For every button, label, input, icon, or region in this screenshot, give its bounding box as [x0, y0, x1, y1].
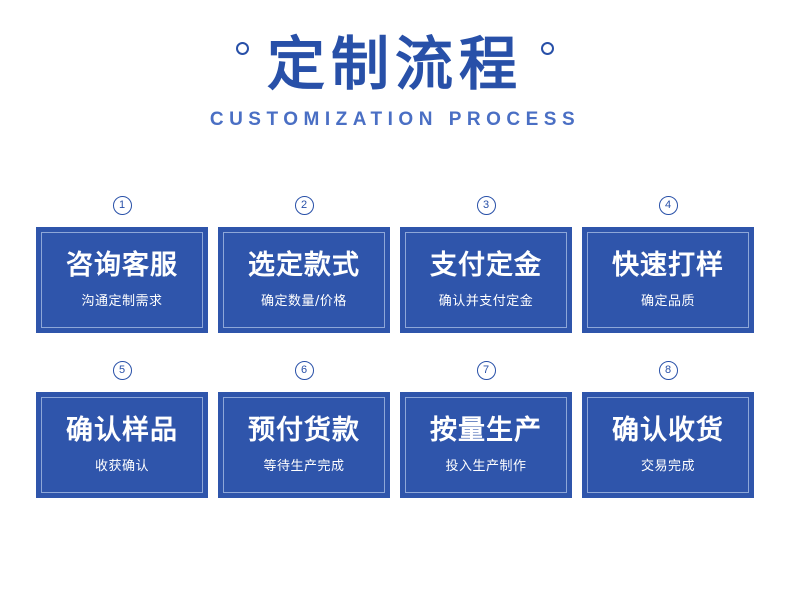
step-description: 确认并支付定金 — [438, 293, 534, 309]
step-number-badge: 6 — [294, 361, 314, 380]
step-item: 2 选定款式 确定数量/价格 — [218, 196, 390, 333]
page-subtitle: CUSTOMIZATION PROCESS — [209, 108, 581, 130]
step-title: 咨询客服 — [66, 250, 178, 282]
step-title: 选定款式 — [248, 250, 360, 282]
step-description: 交易完成 — [640, 458, 695, 474]
step-item: 6 预付货款 等待生产完成 — [218, 361, 390, 498]
step-description: 确定数量/价格 — [261, 293, 347, 309]
step-title: 预付货款 — [248, 415, 360, 447]
decor-circle-left-icon — [235, 41, 249, 55]
step-item: 4 快速打样 确定品质 — [582, 196, 754, 333]
step-number-badge: 3 — [476, 196, 496, 215]
step-number-badge: 4 — [658, 196, 678, 215]
step-number-badge: 8 — [658, 361, 678, 380]
step-card: 预付货款 等待生产完成 — [218, 392, 390, 498]
step-item: 8 确认收货 交易完成 — [582, 361, 754, 498]
step-card: 支付定金 确认并支付定金 — [400, 227, 572, 333]
decor-circle-right-icon — [541, 41, 554, 55]
step-title: 按量生产 — [430, 415, 542, 447]
step-description: 确定品质 — [640, 293, 695, 309]
step-number-badge: 5 — [112, 361, 132, 380]
steps-grid: 1 咨询客服 沟通定制需求 2 选定款式 确定数量/价格 3 支付定金 确认并支… — [36, 196, 754, 498]
step-number-badge: 1 — [112, 196, 132, 215]
step-number-badge: 7 — [476, 361, 496, 380]
title-row: 定制流程 — [0, 34, 790, 95]
step-description: 收获确认 — [94, 458, 149, 474]
step-card: 咨询客服 沟通定制需求 — [36, 227, 208, 333]
header: 定制流程 CUSTOMIZATION PROCESS — [0, 34, 790, 131]
step-title: 快速打样 — [612, 250, 724, 282]
step-card: 确认收货 交易完成 — [582, 392, 754, 498]
step-item: 1 咨询客服 沟通定制需求 — [36, 196, 208, 333]
step-title: 确认样品 — [66, 415, 178, 447]
step-description: 等待生产完成 — [263, 458, 345, 474]
step-item: 5 确认样品 收获确认 — [36, 361, 208, 498]
step-title: 确认收货 — [612, 415, 724, 447]
page-title: 定制流程 — [266, 30, 523, 98]
step-card: 按量生产 投入生产制作 — [400, 392, 572, 498]
step-description: 投入生产制作 — [445, 458, 527, 474]
step-title: 支付定金 — [430, 250, 542, 282]
step-description: 沟通定制需求 — [81, 293, 163, 309]
step-card: 快速打样 确定品质 — [582, 227, 754, 333]
step-item: 3 支付定金 确认并支付定金 — [400, 196, 572, 333]
step-card: 确认样品 收获确认 — [36, 392, 208, 498]
step-card: 选定款式 确定数量/价格 — [218, 227, 390, 333]
step-item: 7 按量生产 投入生产制作 — [400, 361, 572, 498]
step-number-badge: 2 — [294, 196, 314, 215]
